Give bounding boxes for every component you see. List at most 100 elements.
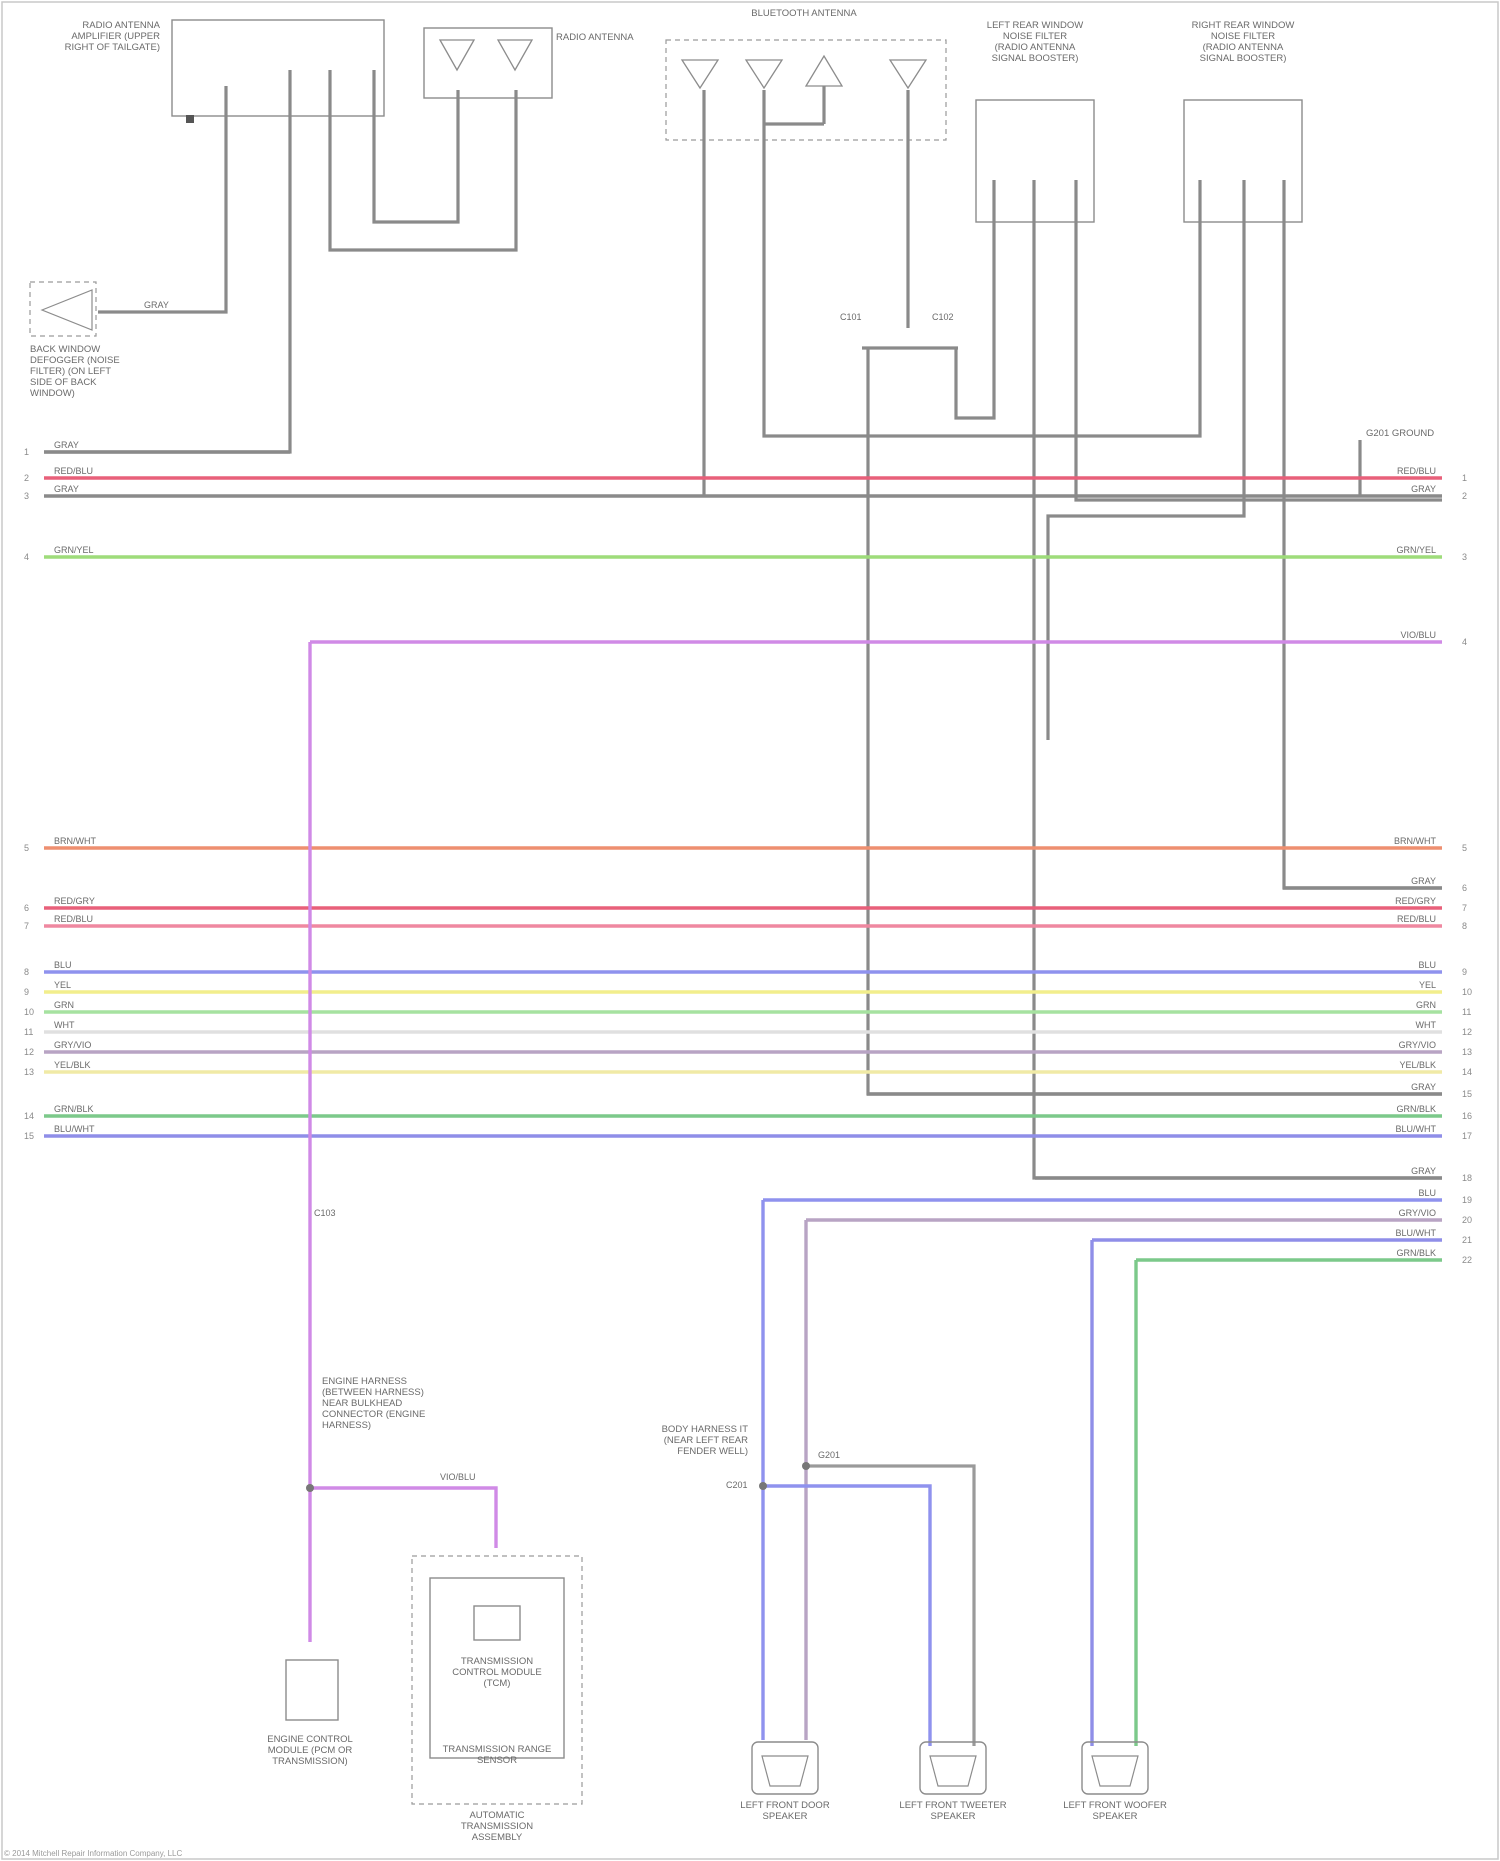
bus-right-label: GRN/BLK bbox=[1396, 1104, 1436, 1114]
wire-antenna-to-right-filter bbox=[764, 90, 1200, 436]
filter-icon bbox=[42, 290, 92, 330]
antenna-icon bbox=[682, 60, 718, 88]
wire-splice-to-left-filter bbox=[956, 180, 994, 418]
connector-marker-icon bbox=[186, 115, 194, 123]
ground-label-g201: G201 bbox=[818, 1450, 840, 1460]
bus-right-pin: 18 bbox=[1462, 1173, 1472, 1183]
bus-left-pin: 8 bbox=[24, 967, 29, 977]
bus-right-pin: 17 bbox=[1462, 1131, 1472, 1141]
bus-right-pin: 3 bbox=[1462, 552, 1467, 562]
transmission-control-module-label: TRANSMISSIONCONTROL MODULE(TCM) bbox=[452, 1656, 541, 1689]
bus-right-pin: 19 bbox=[1462, 1195, 1472, 1205]
bus-right-label: RED/BLU bbox=[1397, 914, 1436, 924]
bus-right-label: RED/GRY bbox=[1395, 896, 1436, 906]
radio-antenna-amplifier-box bbox=[172, 20, 384, 116]
bus-right-pin: 20 bbox=[1462, 1215, 1472, 1225]
bus-left-pin: 9 bbox=[24, 987, 29, 997]
bus-right-label: VIO/BLU bbox=[1400, 630, 1436, 640]
connector-label-c103: C103 bbox=[314, 1208, 336, 1218]
bus-left-label: RED/BLU bbox=[54, 466, 93, 476]
bus-right-label: BLU bbox=[1418, 1188, 1436, 1198]
bus-right-label: BRN/WHT bbox=[1394, 836, 1436, 846]
bus-right-label: GRY/VIO bbox=[1399, 1208, 1436, 1218]
bus-left-label: GRAY bbox=[54, 440, 79, 450]
speaker-icon bbox=[1092, 1756, 1138, 1786]
bus-left-pin: 15 bbox=[24, 1131, 34, 1141]
bus-left-pin: 14 bbox=[24, 1111, 34, 1121]
bus-right-label: BLU/WHT bbox=[1396, 1124, 1437, 1134]
bus-left-label: BLU bbox=[54, 960, 72, 970]
antenna-icon bbox=[746, 60, 782, 88]
wire-splice-to-bus-16 bbox=[868, 348, 1442, 1094]
bus-left-label: GRN bbox=[54, 1000, 74, 1010]
tcm-connector-box bbox=[474, 1606, 520, 1640]
bus-right-pin: 2 bbox=[1462, 491, 1467, 501]
wire-right-filter-to-bus-7 bbox=[1284, 180, 1442, 888]
bus-left-label: GRN/BLK bbox=[54, 1104, 94, 1114]
ground-label: G201 GROUND bbox=[1366, 428, 1434, 439]
bus-left-pin: 4 bbox=[24, 552, 29, 562]
bus-right-label: GRAY bbox=[1411, 1082, 1436, 1092]
wire-left-filter-to-bus-19 bbox=[1034, 180, 1442, 1178]
bus-right-label: BLU/WHT bbox=[1396, 1228, 1437, 1238]
bluetooth-antenna-label: BLUETOOTH ANTENNA bbox=[751, 8, 857, 19]
wire-label-vio-blu: VIO/BLU bbox=[440, 1472, 476, 1482]
bus-left-pin: 2 bbox=[24, 473, 29, 483]
bus-left-pin: 5 bbox=[24, 843, 29, 853]
speaker-icon bbox=[762, 1756, 808, 1786]
bus-right-pin: 1 bbox=[1462, 473, 1467, 483]
back-window-defogger-antenna: BLUETOOTH ANTENNA bbox=[666, 8, 946, 140]
bus-left-pin: 12 bbox=[24, 1047, 34, 1057]
wire-amplifier-to-antenna-b bbox=[374, 70, 458, 222]
bus-left-label: YEL bbox=[54, 980, 71, 990]
bus-left-pin: 3 bbox=[24, 491, 29, 501]
bus-left-label: BLU/WHT bbox=[54, 1124, 95, 1134]
right-rear-window-noise-filter-label: RIGHT REAR WINDOWNOISE FILTER(RADIO ANTE… bbox=[1192, 20, 1295, 64]
wire-blu-to-tweeter bbox=[763, 1486, 930, 1746]
bus-left-pin: 6 bbox=[24, 903, 29, 913]
bus-left-pin: 10 bbox=[24, 1007, 34, 1017]
bus-right-label: GRAY bbox=[1411, 1166, 1436, 1176]
bus-right-label: GRY/VIO bbox=[1399, 1040, 1436, 1050]
bus-right-label: GRN/YEL bbox=[1396, 545, 1436, 555]
antenna-icon bbox=[806, 56, 842, 86]
antenna-icon bbox=[890, 60, 926, 88]
antenna-icon bbox=[498, 40, 532, 70]
radio-antenna-box bbox=[424, 28, 552, 98]
bus-right-pin: 8 bbox=[1462, 921, 1467, 931]
connector-label-c102: C102 bbox=[932, 312, 954, 322]
bus-right-pin: 21 bbox=[1462, 1235, 1472, 1245]
bus-left-label: RED/BLU bbox=[54, 914, 93, 924]
bus-left-label: YEL/BLK bbox=[54, 1060, 91, 1070]
speaker-icon bbox=[930, 1756, 976, 1786]
wire-amplifier-to-bus-1 bbox=[44, 70, 290, 452]
bus-right-pin: 10 bbox=[1462, 987, 1472, 997]
bus-right-pin: 5 bbox=[1462, 843, 1467, 853]
bus-right-label: GRAY bbox=[1411, 876, 1436, 886]
bus-left-pin: 13 bbox=[24, 1067, 34, 1077]
violet-harness: ENGINE HARNESS(BETWEEN HARNESS)NEAR BULK… bbox=[306, 642, 496, 1642]
wire-left-filter-to-bus-3 bbox=[1076, 180, 1442, 500]
splice-dot bbox=[306, 1484, 314, 1492]
bus-left-label: GRAY bbox=[54, 484, 79, 494]
bus-right-label: GRN bbox=[1416, 1000, 1436, 1010]
bus-right-label: WHT bbox=[1416, 1020, 1437, 1030]
splice-dot bbox=[802, 1462, 810, 1470]
bus-right-pin: 14 bbox=[1462, 1067, 1472, 1077]
engine-control-module-box bbox=[286, 1660, 338, 1720]
bus-right-pin: 12 bbox=[1462, 1027, 1472, 1037]
bus-right-pin: 7 bbox=[1462, 903, 1467, 913]
connector-label-c201: C201 bbox=[726, 1480, 748, 1490]
